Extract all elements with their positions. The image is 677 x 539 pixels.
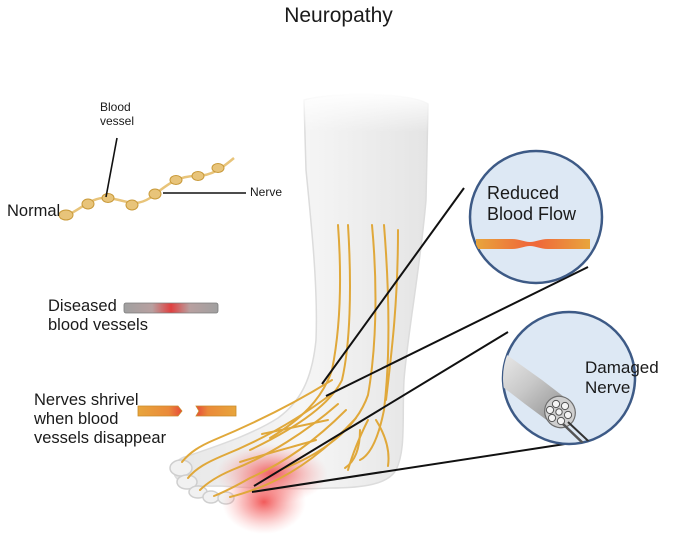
leg-nerves	[181, 224, 399, 498]
label-line: vessels disappear	[34, 428, 167, 447]
nerves-shrivel-label: Nerves shrivel when blood vessels disapp…	[34, 391, 166, 448]
blood-vessel-label: Blood vessel	[100, 100, 135, 129]
label-line: Blood	[100, 100, 131, 114]
blood-vessel-pointer	[105, 137, 118, 198]
normal-nerve-illustration	[58, 137, 246, 221]
diseased-vessels-label: Diseased blood vessels	[48, 297, 148, 335]
shriveled-nerve	[137, 405, 237, 417]
nerve-fiber	[567, 421, 601, 444]
damaged-nerve-callout	[501, 310, 637, 446]
callout-pointers	[251, 187, 589, 493]
label-line: Reduced	[487, 183, 560, 203]
diagram-title: Neuropathy	[284, 4, 393, 27]
reduced-blood-flow-label: Reduced Blood Flow	[487, 183, 576, 224]
toe	[176, 474, 198, 490]
label-line: vessel	[100, 113, 135, 128]
label-line: Nerves shrivel	[34, 391, 139, 409]
toe	[202, 490, 220, 504]
label-line: Nerve	[585, 377, 631, 397]
reduced-blood-flow-callout	[468, 149, 604, 285]
diseased-vessel-bar	[123, 302, 219, 314]
label-line: Diseased	[48, 297, 117, 315]
foot-illustration	[169, 92, 436, 534]
normal-label: Normal	[7, 202, 61, 220]
nerve-label: Nerve	[250, 185, 283, 199]
damaged-nerve-label: Damaged Nerve	[585, 358, 659, 397]
label-line: Damaged	[585, 358, 659, 377]
label-line: Blood Flow	[487, 203, 577, 224]
narrowed-vessel	[476, 239, 590, 249]
label-line: when blood	[34, 409, 119, 428]
toe	[169, 459, 193, 477]
nerve-fiber	[562, 423, 587, 444]
label-line: blood vessels	[48, 315, 148, 334]
